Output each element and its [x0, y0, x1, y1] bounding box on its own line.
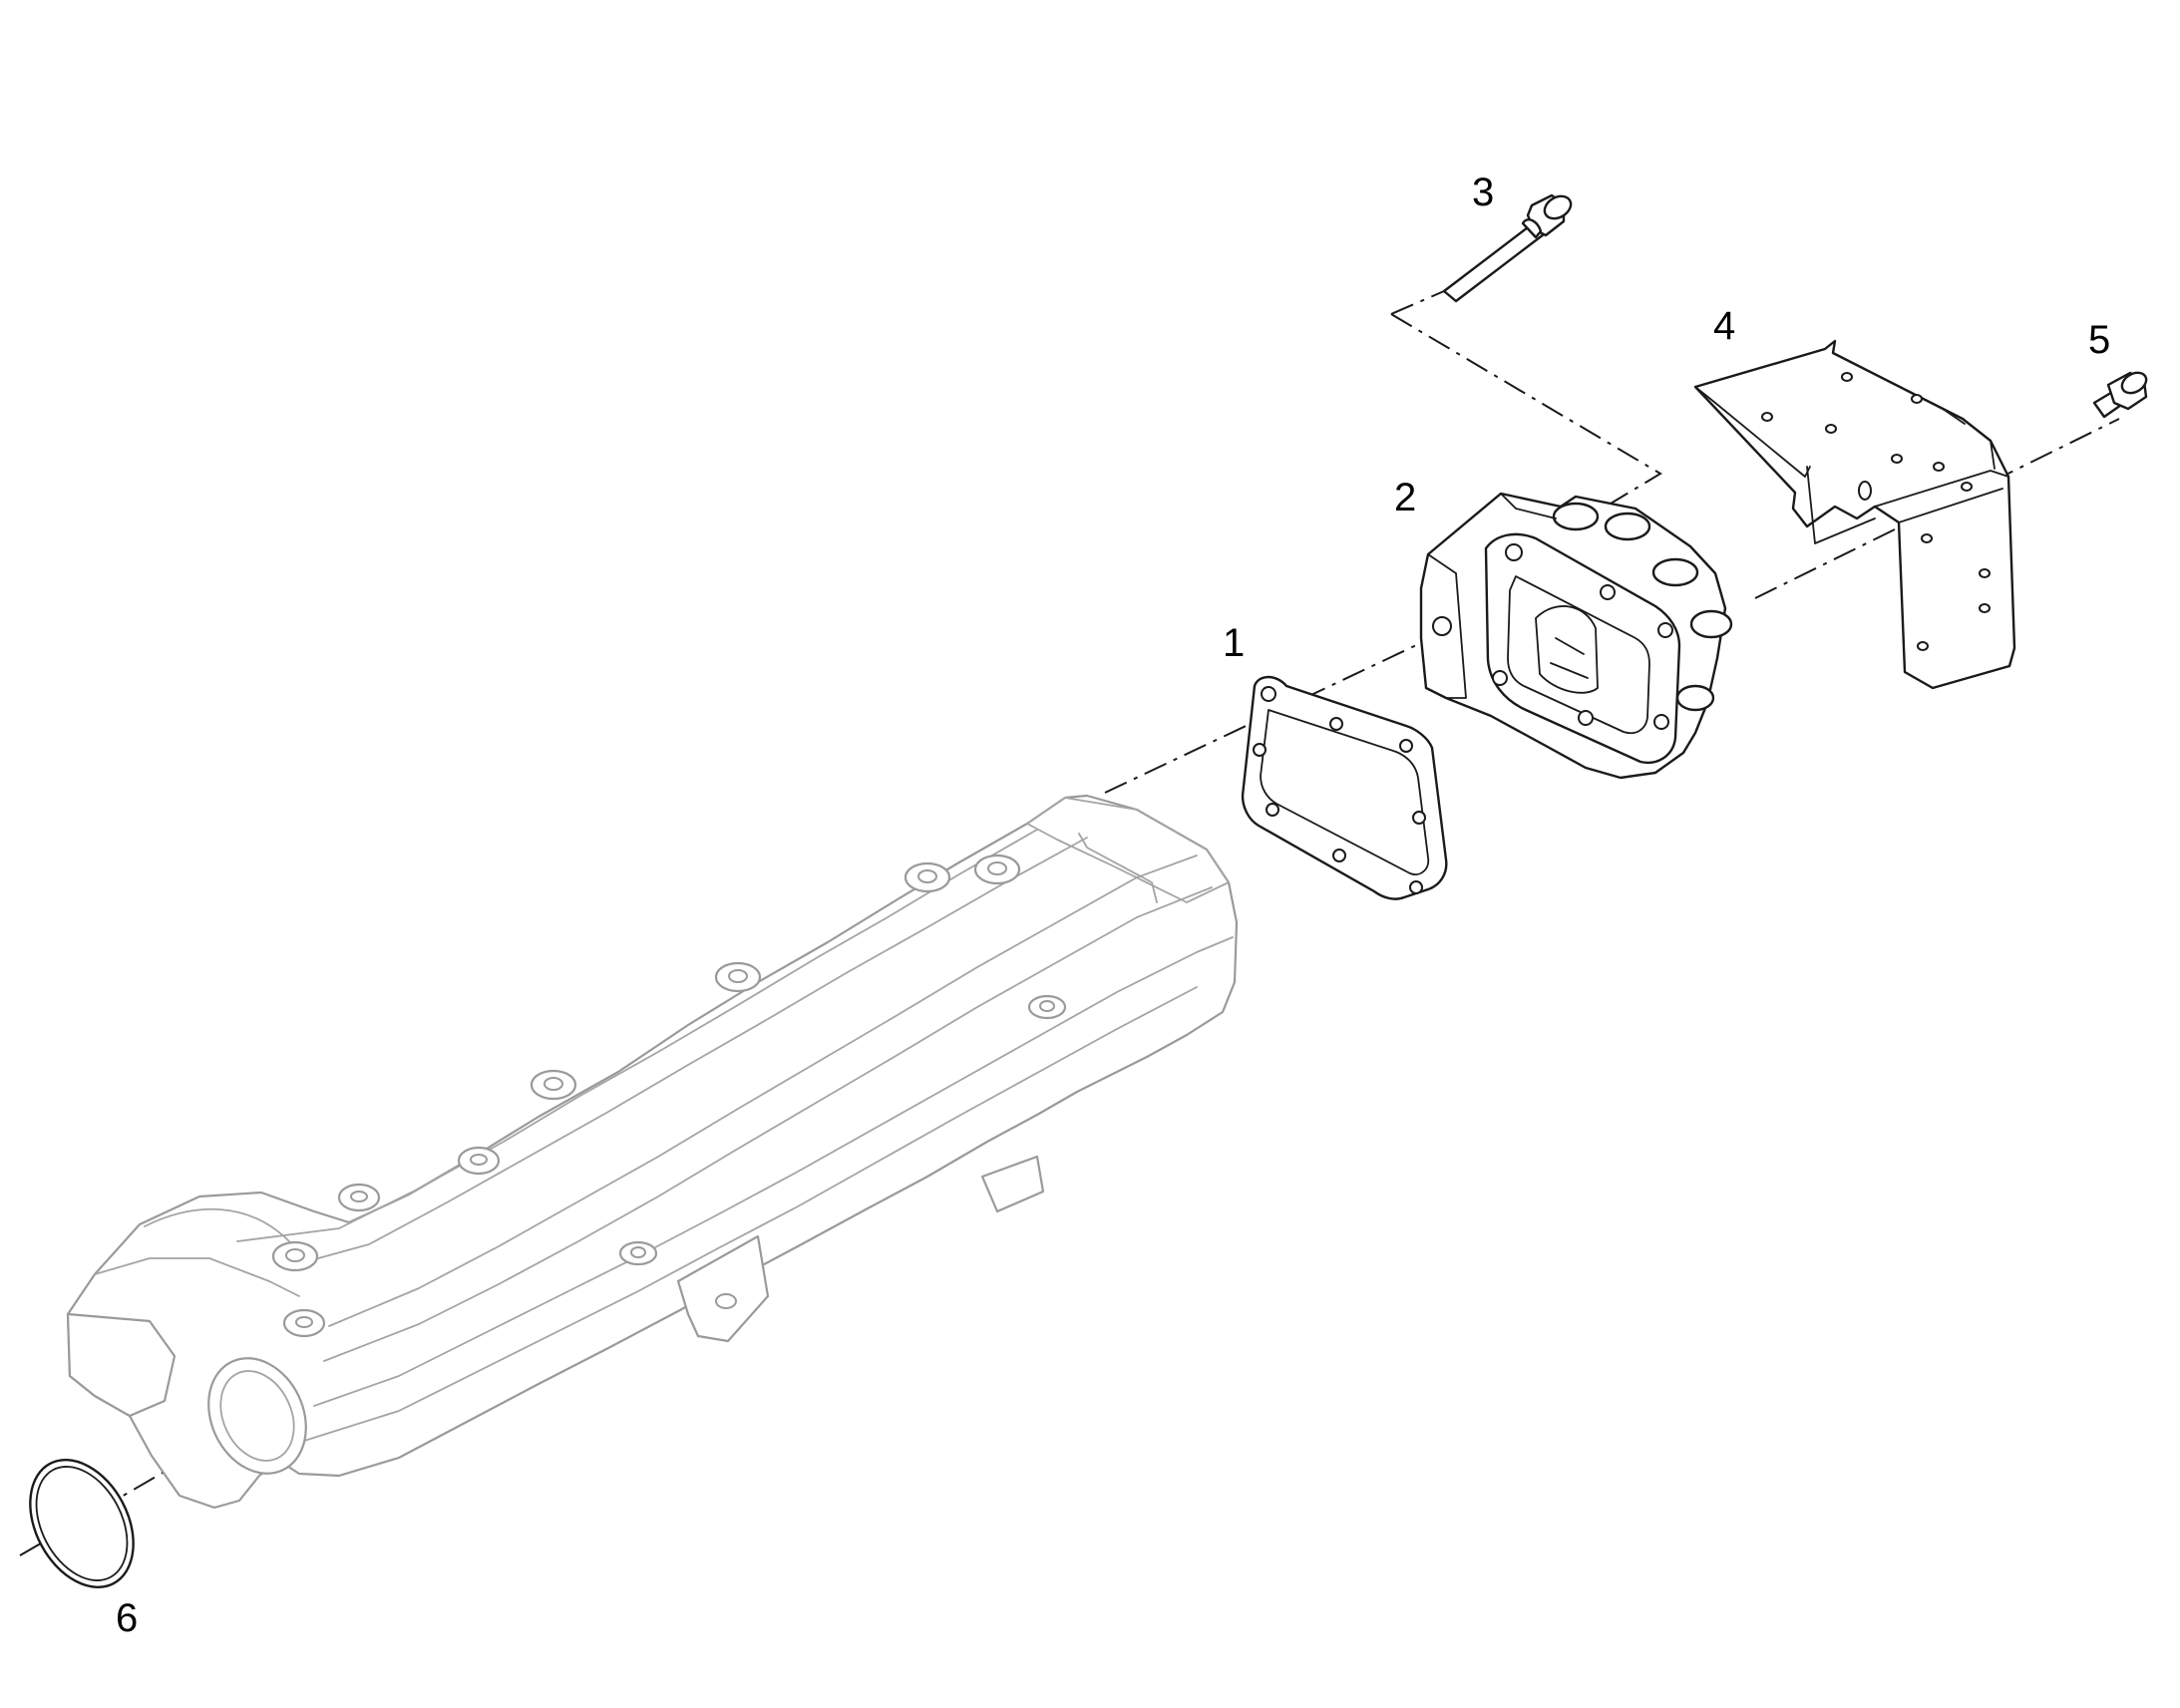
bracket-icon — [1693, 339, 2016, 690]
callout-4: 4 — [1713, 304, 1735, 348]
callout-1: 1 — [1223, 621, 1245, 665]
o-ring-icon — [29, 1458, 135, 1589]
axis-bolt-3-top — [1390, 290, 1445, 315]
callout-6: 6 — [116, 1596, 138, 1640]
bolt-icon — [1442, 193, 1573, 303]
callout-5: 5 — [2088, 318, 2110, 362]
manifold-bosses — [271, 854, 1067, 1338]
axis-bolt-3 — [1390, 313, 1662, 519]
callout-2: 2 — [1394, 476, 1416, 519]
manifold-housing-icon — [66, 794, 1239, 1510]
flange-bolt-icon — [2092, 371, 2148, 419]
thermostat-housing-icon — [1419, 492, 1733, 780]
gasket-icon — [1241, 675, 1448, 900]
axis-bracket-bolt-5 — [1754, 418, 2120, 599]
callout-3: 3 — [1472, 171, 1494, 214]
axis-main — [1104, 592, 1527, 794]
callout-labels: 1 2 3 4 5 6 — [116, 171, 2110, 1640]
